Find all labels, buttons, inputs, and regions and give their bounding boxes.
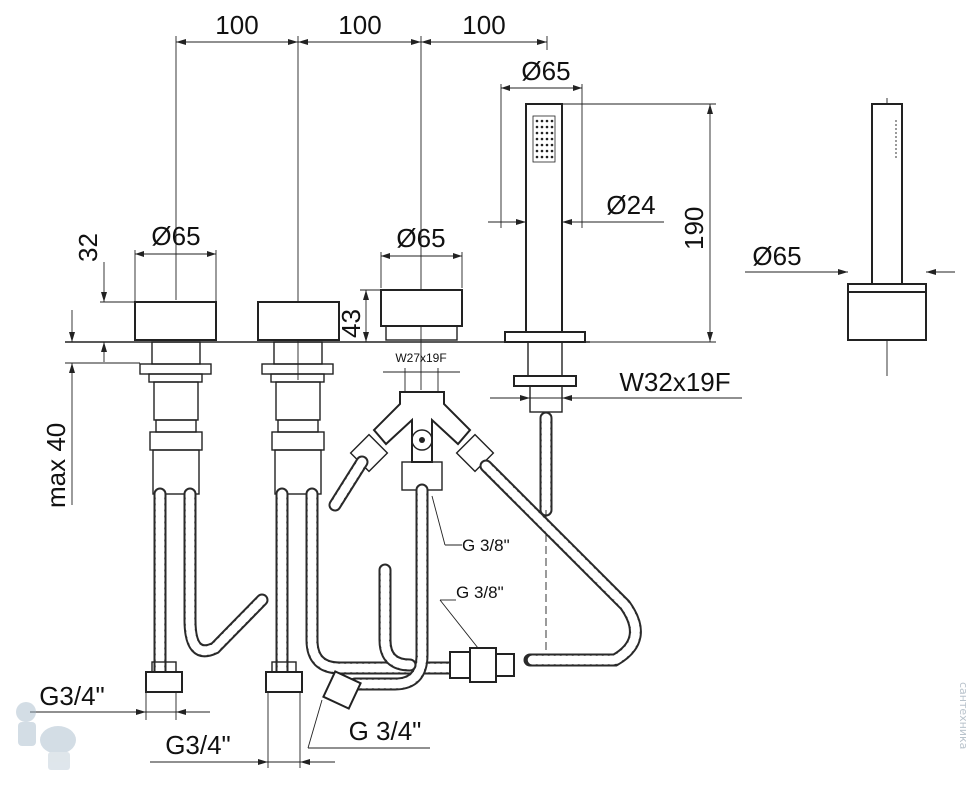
- watermark-text: сантехника: [957, 682, 970, 749]
- diverter-thread-label: W27x19F: [395, 351, 446, 365]
- thread-callouts: G 3/8" G 3/8": [431, 495, 510, 649]
- inlet-fittings: [145, 647, 515, 710]
- inlet-label-center: G3/4": [165, 730, 231, 760]
- handle-center: [257, 301, 340, 495]
- spacing-dimension: 100 100 100: [175, 10, 548, 390]
- diameter-label-side: Ø65: [752, 241, 801, 271]
- handshower-thread-label: W32x19F: [619, 367, 730, 397]
- spacing-label-1: 100: [215, 10, 258, 40]
- inlet-label-right: G 3/4": [349, 716, 422, 746]
- diameter-label-handshower: Ø65: [521, 56, 570, 86]
- diverter-outlet-label: G 3/8": [462, 536, 510, 555]
- height-dimension-handle: 32: [73, 233, 135, 362]
- nozzle-grid-icon: [532, 115, 556, 163]
- side-view: Ø65: [745, 98, 955, 376]
- plumber-mascot-icon: [16, 702, 76, 770]
- spacing-label-3: 100: [462, 10, 505, 40]
- handle-left: Ø65: [134, 221, 217, 495]
- hand-shower: Ø65 Ø24 190: [488, 56, 742, 660]
- spacing-label-2: 100: [338, 10, 381, 40]
- hoses: [153, 455, 642, 691]
- hose-coupling-label: G 3/8": [456, 583, 504, 602]
- height-label-diverter: 43: [336, 309, 366, 338]
- diameter-label-left: Ø65: [151, 221, 200, 251]
- height-label-handshower: 190: [679, 207, 709, 250]
- inlet-dimensions: G3/4" G3/4" G 3/4": [30, 681, 430, 768]
- max-deck-dimension: max 40: [41, 310, 75, 508]
- inlet-label-left: G3/4": [39, 681, 105, 711]
- diameter-label-handle: Ø24: [606, 190, 655, 220]
- diameter-label-diverter: Ø65: [396, 223, 445, 253]
- max-deck-label: max 40: [41, 423, 71, 508]
- diverter: Ø65 43 W27x19F: [336, 223, 495, 491]
- height-label-handle: 32: [73, 233, 103, 262]
